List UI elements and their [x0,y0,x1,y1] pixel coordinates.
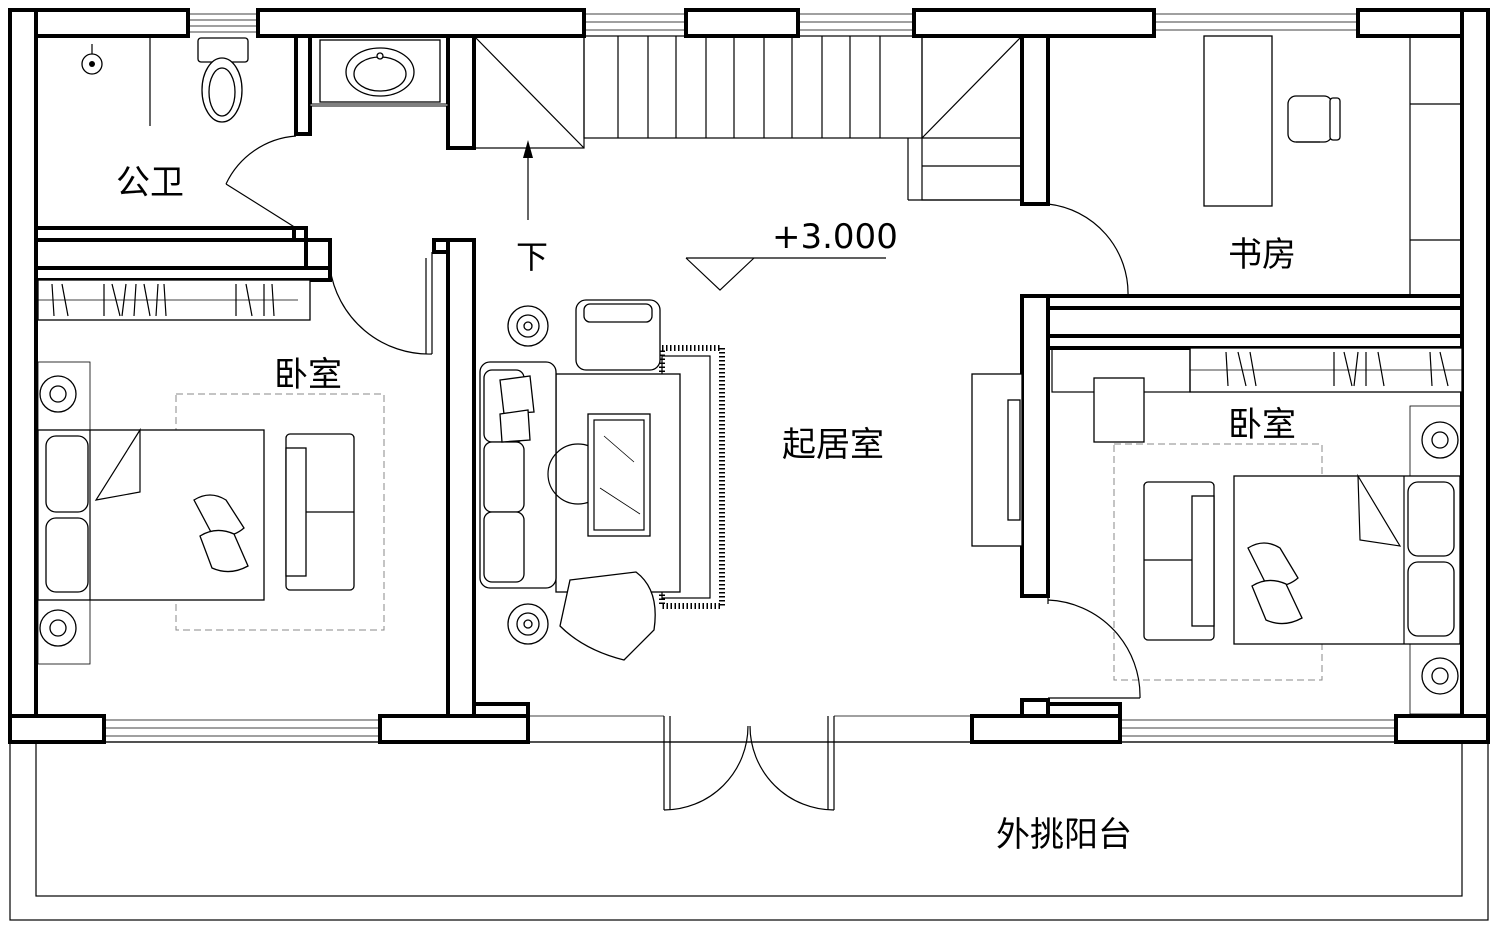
sofa-icon [1143,481,1215,641]
lamp-icon [507,305,549,347]
lamp-icon [37,361,91,431]
office-chair-icon [1287,95,1341,143]
tv-cabinet-icon [971,373,1023,547]
stair-arrow-icon [523,140,533,220]
double-bed-icon [1233,473,1461,645]
desk-icon [1203,35,1273,207]
wardrobe-icon [1189,347,1463,393]
lamp-icon [507,603,549,645]
room-label-bedroom-right: 卧室 [1228,405,1296,445]
armchair-icon [575,299,661,371]
desk-icon [1093,377,1145,443]
double-bed-icon [37,427,265,601]
living-room-furniture [479,299,1023,661]
room-label-study: 书房 [1228,235,1296,275]
outer-walls [8,8,1490,744]
room-label-public-bath: 公卫 [116,163,184,203]
coffee-table-icon [547,413,651,537]
balcony-outline [9,741,1489,921]
balcony-door [663,716,835,811]
lamp-icon [37,599,91,665]
wardrobe-icon [37,279,311,321]
door-swing-icon [1047,596,1141,699]
study-furniture [1036,35,1463,297]
toilet-icon [197,37,249,123]
room-label-living-room: 起居室 [782,425,884,465]
interior-walls [34,34,1464,718]
sofa-icon [285,433,355,591]
stair: 下 [473,35,1023,276]
room-labels: 公卫 卧室 起居室 书房 卧室 外挑阳台 [116,163,1296,855]
sofa-icon [479,361,557,589]
door-swing-icon [225,135,297,229]
sink-icon [319,39,441,103]
door-swing-icon [329,252,433,355]
elevation-marker-icon: +3.000 [685,217,898,291]
stair-direction-label: 下 [516,238,548,276]
room-label-bedroom-left: 卧室 [274,355,342,395]
armchair-icon [559,571,656,661]
floor-drain-icon [81,44,103,75]
elevation-label: +3.000 [772,217,898,257]
lamp-icon [1409,643,1463,715]
left-bedroom-furniture [37,252,433,665]
room-label-balcony: 外挑阳台 [996,815,1132,855]
right-bedroom-furniture [1047,347,1463,715]
door-swing-icon [1036,203,1129,297]
windows [104,13,1396,743]
lamp-icon [1409,405,1463,477]
bathroom-fixtures [81,36,441,229]
